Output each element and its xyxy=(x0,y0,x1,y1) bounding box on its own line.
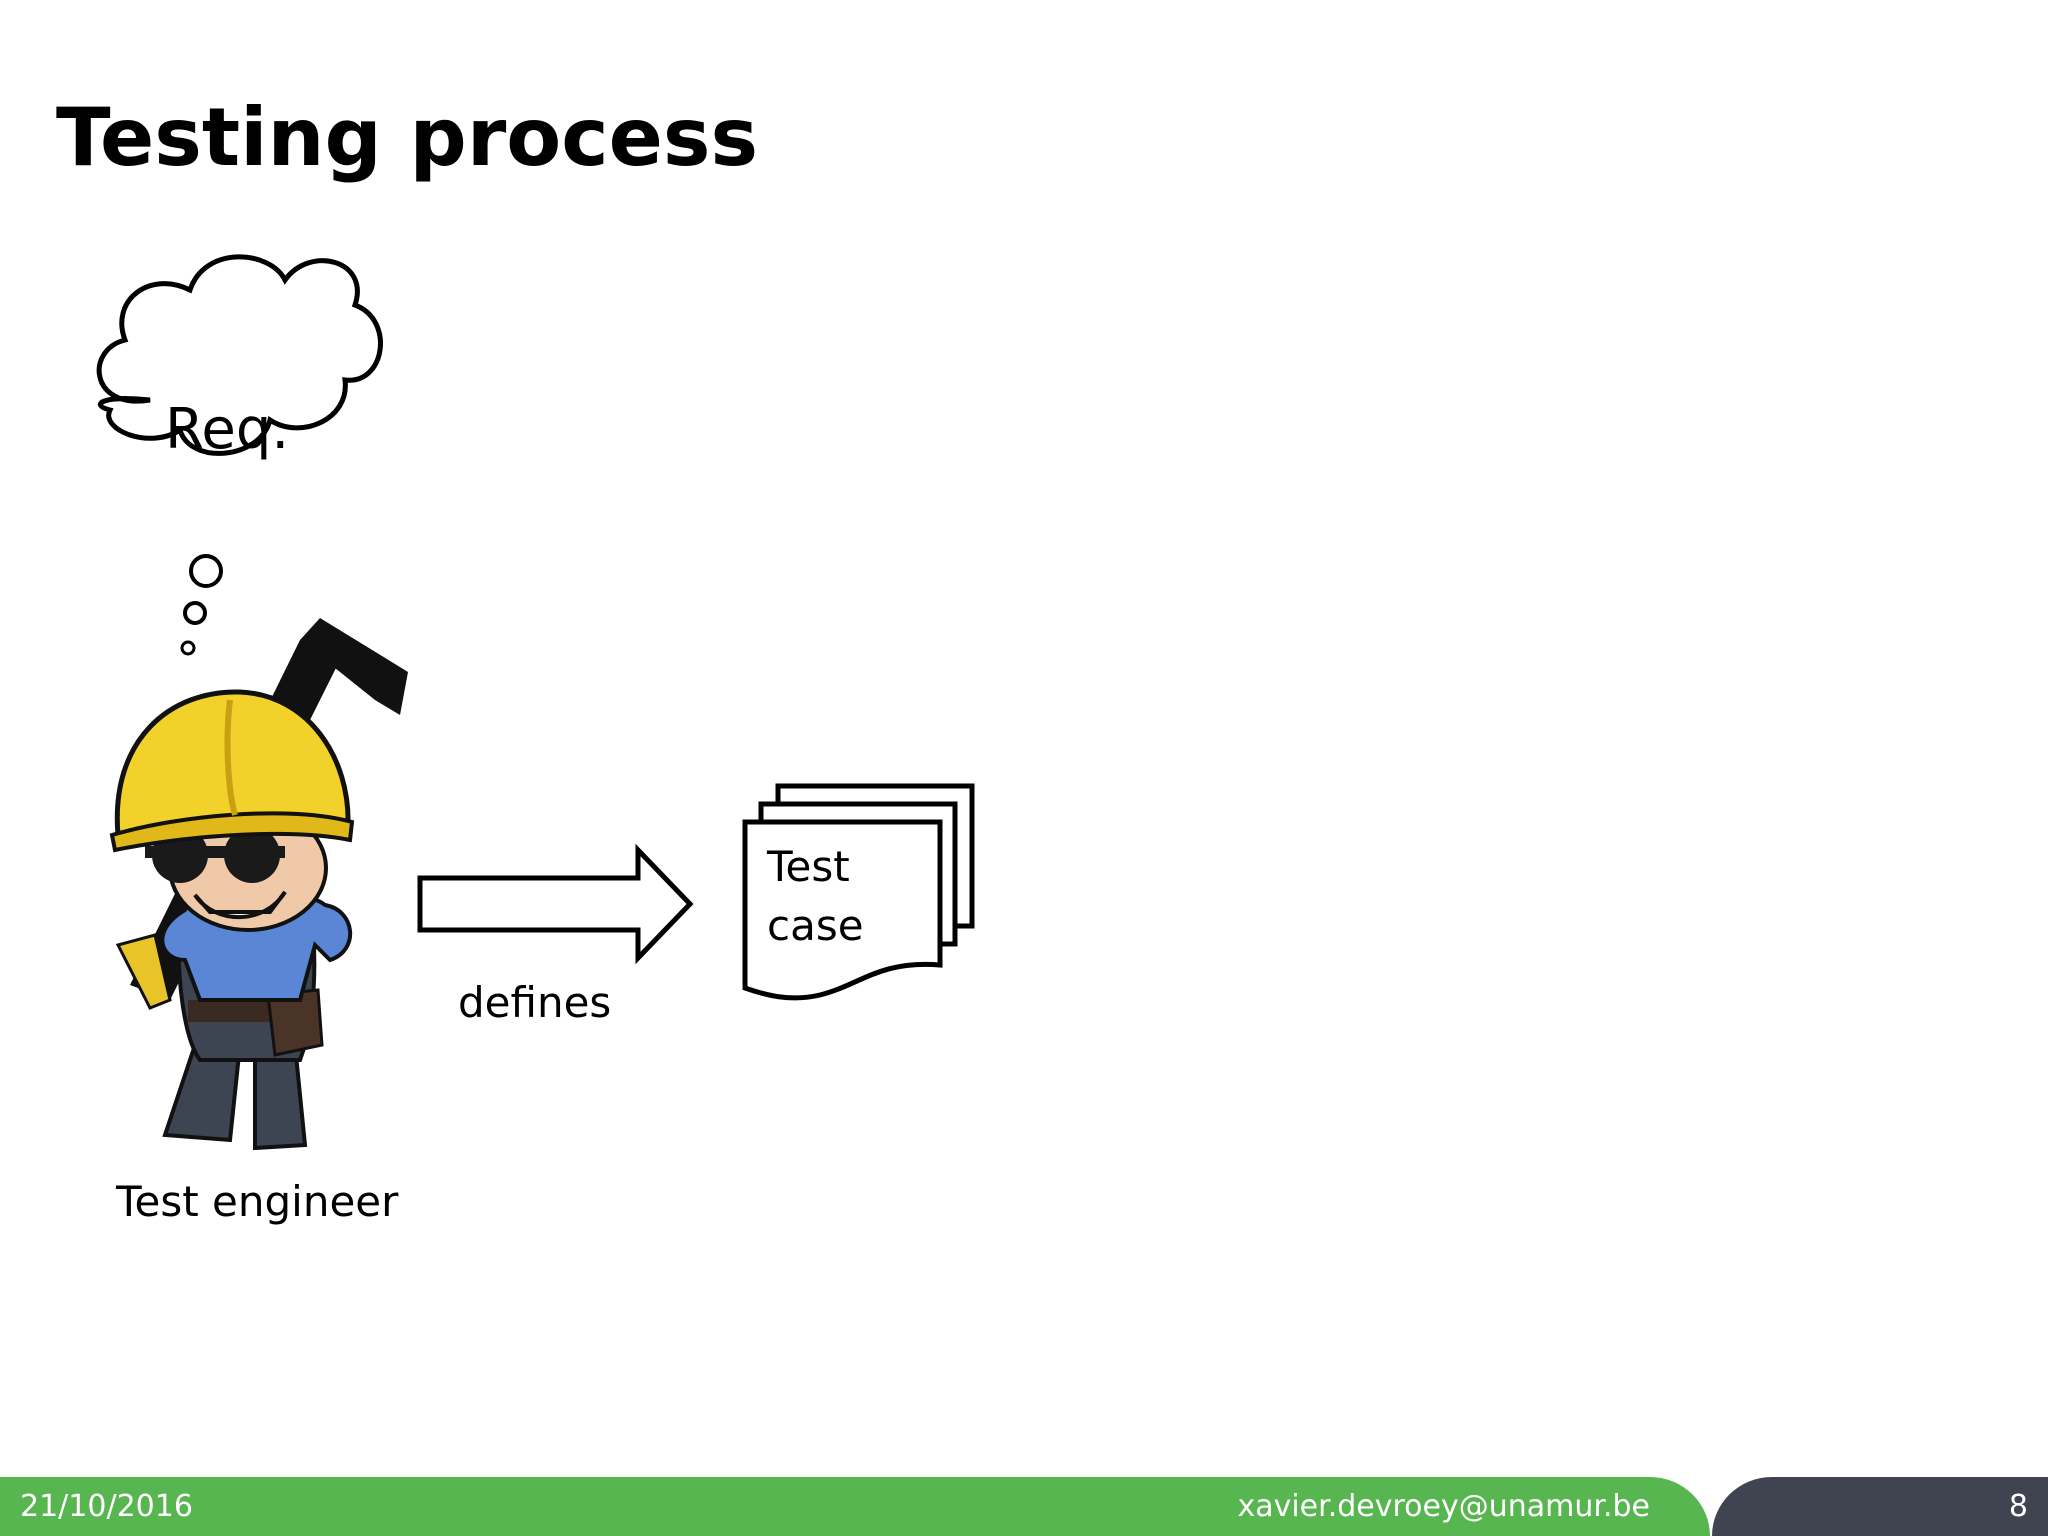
document-text-line1: Test xyxy=(766,842,850,891)
right-arrow-icon xyxy=(417,843,694,965)
slide-title: Testing process xyxy=(56,91,759,184)
thought-cloud-icon: Req. xyxy=(96,254,383,656)
thought-dot-small xyxy=(180,640,196,656)
actor-label: Test engineer xyxy=(115,1177,399,1226)
footer-bar-green xyxy=(0,1477,1710,1536)
test-engineer-illustration xyxy=(109,618,408,1151)
arrow-label: defines xyxy=(458,978,611,1027)
thought-bubble-text: Req. xyxy=(165,397,289,462)
document-stack-icon: Test case xyxy=(742,783,975,1001)
footer-date: 21/10/2016 xyxy=(20,1489,193,1524)
document-text-line2: case xyxy=(767,901,864,950)
footer-bar-dark xyxy=(1712,1477,2048,1536)
footer-page-number: 8 xyxy=(2008,1489,2028,1524)
footer-email: xavier.devroey@unamur.be xyxy=(1237,1489,1650,1524)
thought-dot-medium xyxy=(183,601,207,625)
thought-dot-large xyxy=(189,554,223,588)
